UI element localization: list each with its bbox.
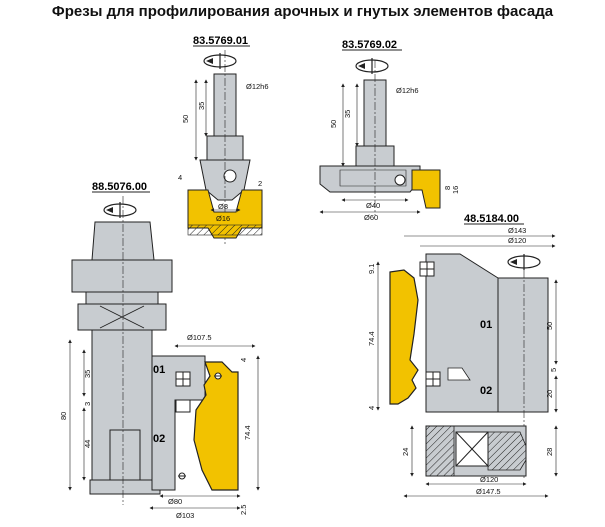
dimension-label: 35 xyxy=(343,110,352,118)
dimension-label: 5 xyxy=(549,368,558,372)
dimension-label: Ø16 xyxy=(216,214,230,223)
dimension-label: 4 xyxy=(239,358,248,362)
rotation-arrow-icon xyxy=(203,53,237,69)
dimension-label: 4 xyxy=(367,406,376,410)
dimension-label: Ø120 xyxy=(508,236,526,245)
part-number: 83.5769.01 xyxy=(193,35,248,47)
dimension-label: 01 xyxy=(480,319,492,331)
dimension-label: Ø143 xyxy=(508,226,526,235)
dimension-label: 74.4 xyxy=(367,331,376,346)
dimension-label: 50 xyxy=(329,120,338,128)
rotation-arrow-icon xyxy=(103,202,137,218)
dimension-label: 50 xyxy=(545,322,554,330)
rotation-arrow-icon xyxy=(507,254,541,270)
dimension-label: Ø12h6 xyxy=(246,82,269,91)
dimension-label: Ø8 xyxy=(218,202,228,211)
part-number: 83.5769.02 xyxy=(342,39,397,51)
dimension-label: 44 xyxy=(83,440,92,448)
dimension-label: 9.1 xyxy=(367,264,376,274)
dimension-label: Ø40 xyxy=(366,201,380,210)
dimension-label: Ø80 xyxy=(168,497,182,506)
dimension-label: 3 xyxy=(83,402,92,406)
dimension-label: 20 xyxy=(545,390,554,398)
dimension-label: Ø120 xyxy=(480,475,498,484)
part-number: 88.5076.00 xyxy=(92,181,147,193)
dimension-label: 50 xyxy=(181,115,190,123)
tool-83-5769-02: 83.5769.02 Ø12h6 50 35 Ø40 Ø60 8 16 xyxy=(319,39,460,222)
dimension-label: 35 xyxy=(83,370,92,378)
dimension-label: Ø147.5 xyxy=(476,487,501,496)
dimension-label: 24 xyxy=(401,448,410,456)
dimension-label: Ø107.5 xyxy=(187,333,212,342)
dimension-label: 02 xyxy=(153,433,165,445)
dimension-label: 74.4 xyxy=(243,425,252,440)
dimension-label: 80 xyxy=(59,412,68,420)
tool-83-5769-01: 83.5769.01 Ø12h6 50 35 4 2 Ø8 Ø16 xyxy=(178,35,269,245)
tool-48-5184-00: 48.5184.00 Ø143 Ø120 9.1 74.4 4 xyxy=(367,213,558,498)
dimension-label: 8 xyxy=(443,186,452,190)
dimension-label: 35 xyxy=(197,102,206,110)
dimension-label: 28 xyxy=(545,448,554,456)
tool-88-5076-00: 88.5076.00 Ø107.5 4 74.4 xyxy=(59,181,260,520)
dimension-label: Ø12h6 xyxy=(396,86,419,95)
part-number: 48.5184.00 xyxy=(464,213,519,225)
rotation-arrow-icon xyxy=(355,58,389,74)
dimension-label: 2.5 xyxy=(239,505,248,515)
dimension-label: 16 xyxy=(451,186,460,194)
dimension-label: 2 xyxy=(258,179,262,188)
dimension-label: Ø60 xyxy=(364,213,378,222)
dimension-label: Ø103 xyxy=(176,511,194,520)
dimension-label: 01 xyxy=(153,364,165,376)
dimension-label: 4 xyxy=(178,173,182,182)
page-title: Фрезы для профилирования арочных и гнуты… xyxy=(51,3,554,20)
dimension-label: 02 xyxy=(480,385,492,397)
